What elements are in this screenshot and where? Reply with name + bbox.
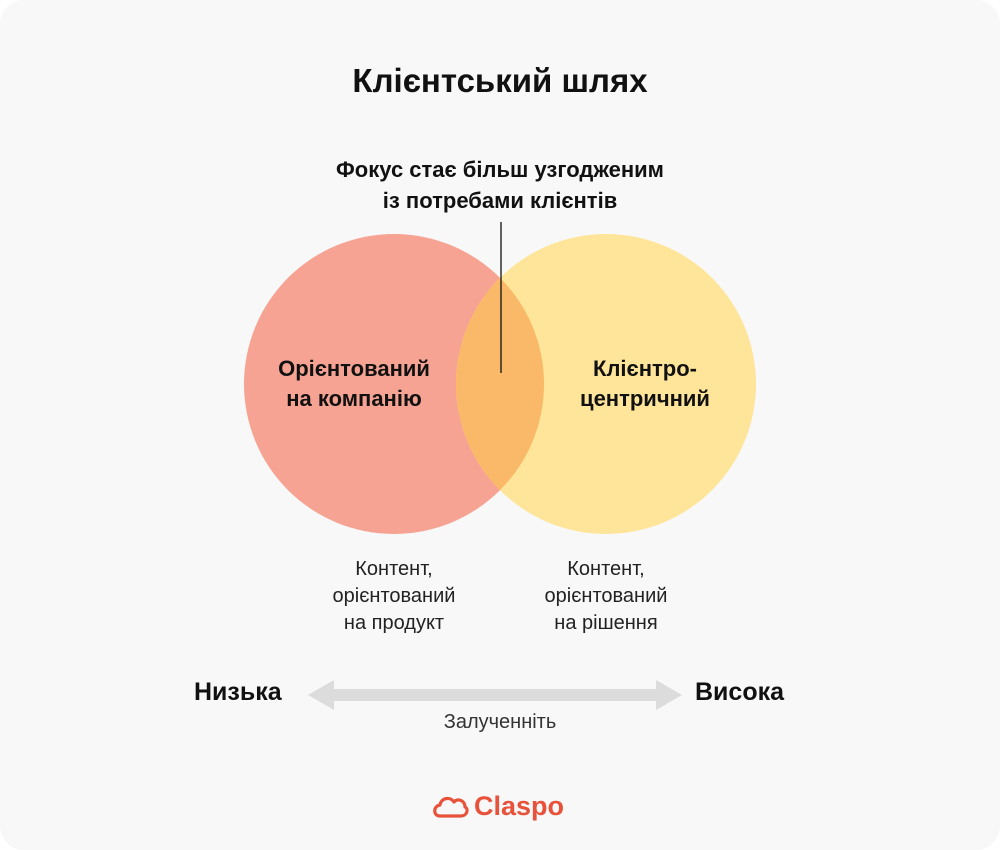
logo-text: Claspo [474,791,565,821]
customer-centric-label: Клієнтро- центричний [525,354,765,414]
description-line: на продукт [343,612,445,634]
arrow-right-head [656,680,682,710]
callout-line-2: із потребами клієнтів [382,188,618,213]
engagement-axis-caption: Залученніть [443,711,557,733]
callout-line-1: Фокус стає більш узгодженим [336,157,664,182]
description-line: орієнтований [544,585,668,607]
arrow-left-head [308,680,334,710]
overlap-callout: Фокус стає більш узгодженим із потребами… [250,154,750,216]
description-line: орієнтований [332,585,456,607]
company-oriented-circle [244,234,544,534]
company-oriented-label: Орієнтований на компанію [234,354,474,414]
product-content-description: Контент, орієнтований на продукт [284,556,504,637]
customer-centric-circle [456,234,756,534]
solution-content-description: Контент, орієнтований на рішення [496,556,716,637]
company-oriented-label-line-2: на компанію [286,386,422,411]
company-oriented-label-line-1: Орієнтований [278,356,430,381]
engagement-high-label: Висока [695,678,785,706]
description-line: Контент, [567,558,645,580]
claspo-logo: Claspo [430,788,590,824]
description-line: на рішення [554,612,658,634]
description-line: Контент, [355,558,433,580]
customer-centric-label-line-2: центричний [580,386,710,411]
engagement-arrow [308,680,682,710]
engagement-low-label: Низька [194,678,282,706]
customer-centric-label-line-1: Клієнтро- [593,356,697,381]
diagram-title: Клієнтський шлях [352,62,648,99]
cloud-icon [433,796,469,818]
